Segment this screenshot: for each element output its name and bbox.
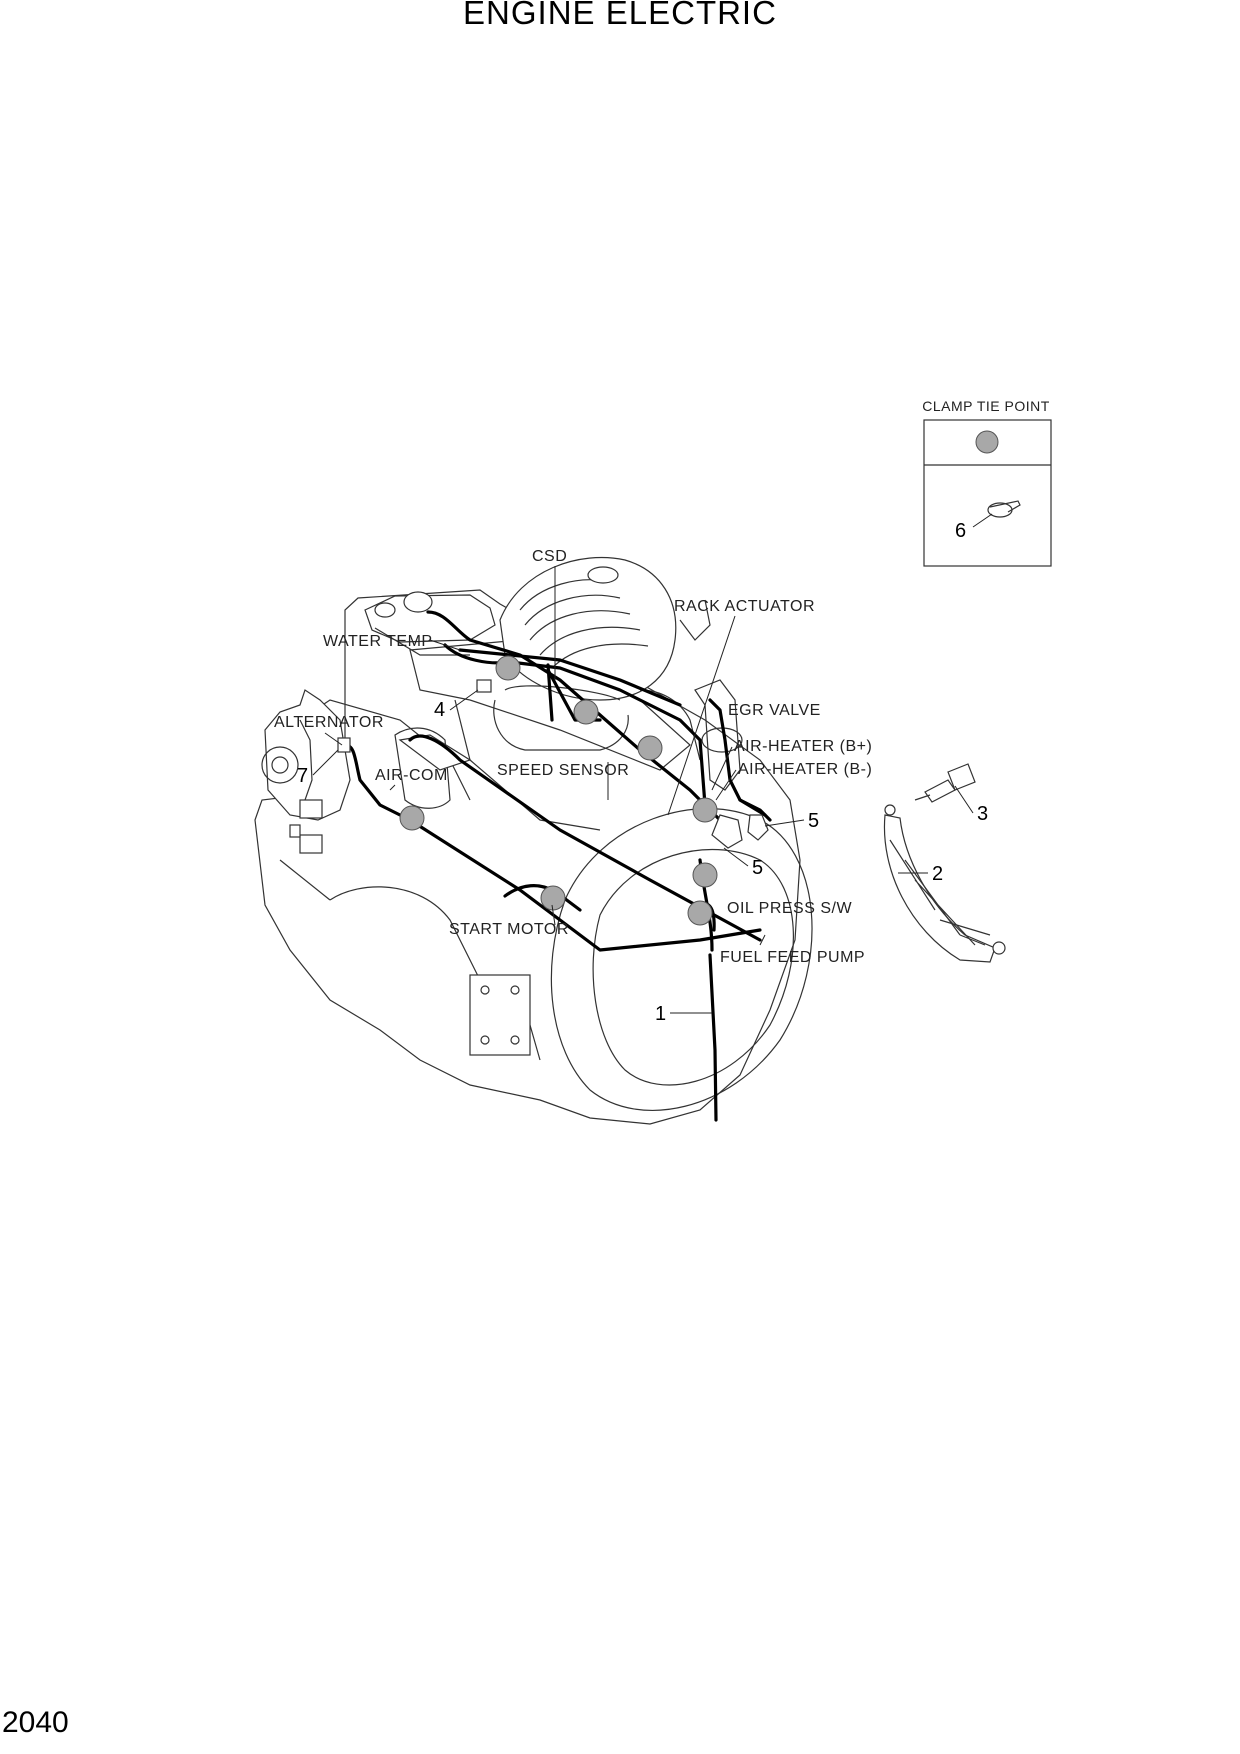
clamp-tie-points bbox=[399, 655, 718, 926]
oil-filler-cap bbox=[403, 591, 433, 613]
clamp-point bbox=[540, 885, 566, 911]
legend-item-number: 6 bbox=[955, 520, 966, 542]
clamp-point bbox=[687, 900, 713, 926]
label-egr-valve: EGR VALVE bbox=[728, 702, 821, 719]
label-fuel-feed-pump: FUEL FEED PUMP bbox=[720, 949, 865, 966]
legend-clamp-symbol bbox=[975, 430, 999, 454]
callout-2: 2 bbox=[932, 863, 943, 885]
clamp-point bbox=[495, 655, 521, 681]
label-speed-sensor: SPEED SENSOR bbox=[497, 762, 629, 779]
water-temp-sensor bbox=[476, 679, 492, 693]
label-water-temp: WATER TEMP bbox=[323, 633, 433, 650]
clamp-tie-point-legend: CLAMP TIE POINT 6 bbox=[922, 398, 1052, 567]
page-number: 2040 bbox=[2, 1706, 69, 1739]
legend-frame bbox=[923, 419, 1052, 567]
connectors bbox=[337, 679, 769, 849]
clamp-point bbox=[692, 797, 718, 823]
flywheel-housing bbox=[550, 808, 813, 1111]
label-alternator: ALTERNATOR bbox=[274, 714, 384, 731]
label-air-heater-pos: AIR-HEATER (B+) bbox=[734, 738, 872, 755]
clamp-point bbox=[692, 862, 718, 888]
ground-bolt bbox=[914, 763, 976, 803]
ground-strap bbox=[883, 804, 1006, 963]
callout-1: 1 bbox=[655, 1003, 666, 1025]
callout-5b: 5 bbox=[752, 857, 763, 879]
callout-7: 7 bbox=[297, 765, 308, 787]
label-air-com: AIR-COM bbox=[375, 767, 448, 784]
legend-heading: CLAMP TIE POINT bbox=[922, 398, 1050, 414]
legend-leader bbox=[972, 513, 993, 528]
callout-3: 3 bbox=[977, 803, 988, 825]
clamp-point bbox=[637, 735, 663, 761]
clamp-point bbox=[399, 805, 425, 831]
label-air-heater-neg: AIR-HEATER (B-) bbox=[738, 761, 872, 778]
label-oil-press-sw: OIL PRESS S/W bbox=[727, 900, 852, 917]
callout-5a: 5 bbox=[808, 810, 819, 832]
page-title: ENGINE ELECTRIC bbox=[463, 0, 777, 31]
component-labels: CSD RACK ACTUATOR WATER TEMP EGR VALVE A… bbox=[274, 548, 872, 966]
clamp-point bbox=[573, 699, 599, 725]
clamp-tie-icon bbox=[987, 500, 1021, 518]
part-callouts: 1 2 3 4 5 5 7 bbox=[297, 689, 988, 1025]
label-rack-actuator: RACK ACTUATOR bbox=[674, 598, 815, 615]
callout-4: 4 bbox=[434, 699, 445, 721]
label-start-motor: START MOTOR bbox=[449, 921, 569, 938]
wire-harness bbox=[343, 610, 772, 1122]
label-csd: CSD bbox=[532, 548, 567, 565]
start-motor-plate bbox=[469, 974, 531, 1056]
